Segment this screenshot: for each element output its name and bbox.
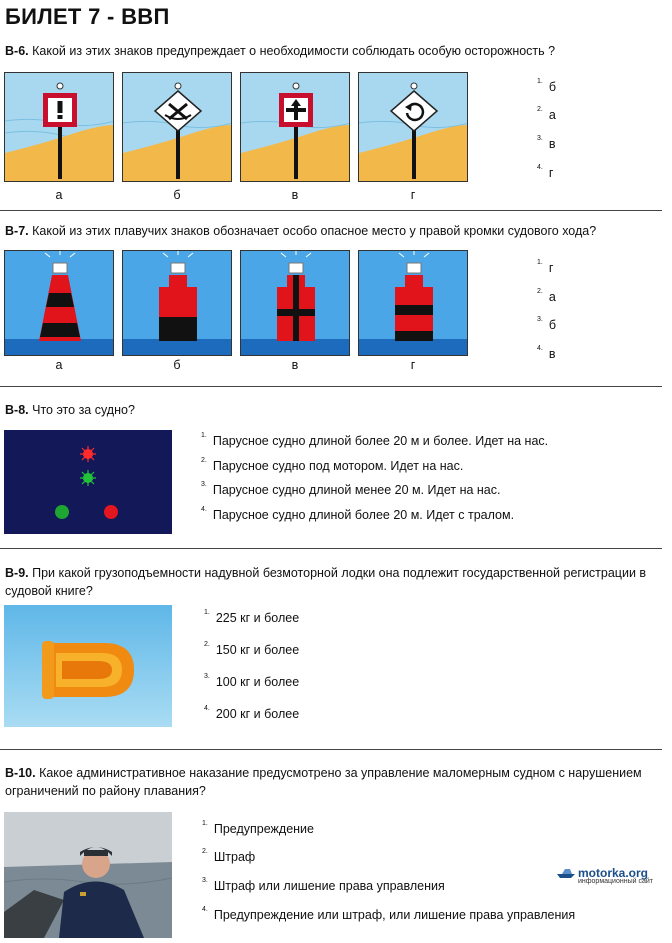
- caption-a: а: [55, 188, 63, 202]
- buoy-image-b: [122, 250, 232, 356]
- vessel-lights-image: [4, 430, 172, 534]
- question-9: В-9. При какой грузоподъемности надувной…: [5, 564, 660, 600]
- sign-image-v: [240, 72, 350, 182]
- answer-option[interactable]: 2.а: [537, 288, 556, 304]
- caption-b: б: [173, 358, 181, 372]
- sign-image-a: [4, 72, 114, 182]
- caption-g: г: [410, 358, 416, 372]
- boat-logo-icon: [557, 869, 575, 878]
- answer-option[interactable]: 4.200 кг и более: [204, 705, 300, 721]
- inflatable-boat-image: [4, 605, 172, 727]
- question-7: В-7. Какой из этих плавучих знаков обозн…: [5, 222, 655, 240]
- question-text: Какой из этих плавучих знаков обозначает…: [32, 224, 597, 238]
- answer-option[interactable]: 4.г: [537, 164, 554, 180]
- answer-option[interactable]: 4.Парусное судно длиной более 20 м. Идет…: [201, 506, 515, 522]
- answer-option[interactable]: 4.Предупреждение или штраф, или лишение …: [202, 906, 576, 922]
- watermark-tagline: информационный сайт: [578, 878, 653, 885]
- answer-option[interactable]: 1.г: [537, 259, 554, 275]
- question-text: Какой из этих знаков предупреждает о нео…: [32, 44, 556, 58]
- question-8: В-8. Что это за судно?: [5, 401, 655, 419]
- question-number: В-9.: [5, 566, 29, 580]
- officer-photo: [4, 812, 172, 938]
- question-number: В-10.: [5, 766, 36, 780]
- sign-image-g: [358, 72, 468, 182]
- watermark-site: motorka.org: [578, 866, 649, 880]
- buoy-image-a: [4, 250, 114, 356]
- question-number: В-6.: [5, 44, 29, 58]
- caption-b: б: [173, 188, 181, 202]
- answer-option[interactable]: 3.100 кг и более: [204, 673, 300, 689]
- divider: [0, 210, 662, 211]
- question-6: В-6. Какой из этих знаков предупреждает …: [5, 42, 655, 60]
- answer-option[interactable]: 2.150 кг и более: [204, 641, 300, 657]
- question-number: В-7.: [5, 224, 29, 238]
- caption-g: г: [410, 188, 416, 202]
- divider: [0, 386, 662, 387]
- answer-option[interactable]: 1.б: [537, 78, 557, 94]
- site-watermark: motorka.org информационный сайт: [556, 866, 653, 885]
- answer-option[interactable]: 3.б: [537, 316, 557, 332]
- page-title: БИЛЕТ 7 - ВВП: [5, 4, 170, 29]
- answer-option[interactable]: 2.а: [537, 106, 556, 122]
- answer-option[interactable]: 1.225 кг и более: [204, 609, 300, 625]
- question-10: В-10. Какое административное наказание п…: [5, 764, 660, 800]
- answer-option[interactable]: 3.в: [537, 135, 556, 151]
- caption-v: в: [291, 358, 299, 372]
- answer-option[interactable]: 2.Штраф: [202, 848, 256, 864]
- answer-option[interactable]: 2.Парусное судно под мотором. Идет на на…: [201, 457, 464, 473]
- buoy-image-g: [358, 250, 468, 356]
- answer-option[interactable]: 1.Предупреждение: [202, 820, 314, 836]
- answer-option[interactable]: 1.Парусное судно длиной более 20 м и бол…: [201, 432, 549, 448]
- question-text: При какой грузоподъемности надувной безм…: [5, 566, 647, 598]
- divider: [0, 548, 662, 549]
- answer-option[interactable]: 3.Штраф или лишение права управления: [202, 877, 445, 893]
- divider: [0, 749, 662, 750]
- sign-image-b: [122, 72, 232, 182]
- caption-v: в: [291, 188, 299, 202]
- question-text: Какое административное наказание предусм…: [5, 766, 642, 798]
- question-number: В-8.: [5, 403, 29, 417]
- answer-option[interactable]: 4.в: [537, 345, 556, 361]
- answer-option[interactable]: 3.Парусное судно длиной менее 20 м. Идет…: [201, 481, 501, 497]
- caption-a: а: [55, 358, 63, 372]
- question-text: Что это за судно?: [32, 403, 135, 417]
- buoy-image-v: [240, 250, 350, 356]
